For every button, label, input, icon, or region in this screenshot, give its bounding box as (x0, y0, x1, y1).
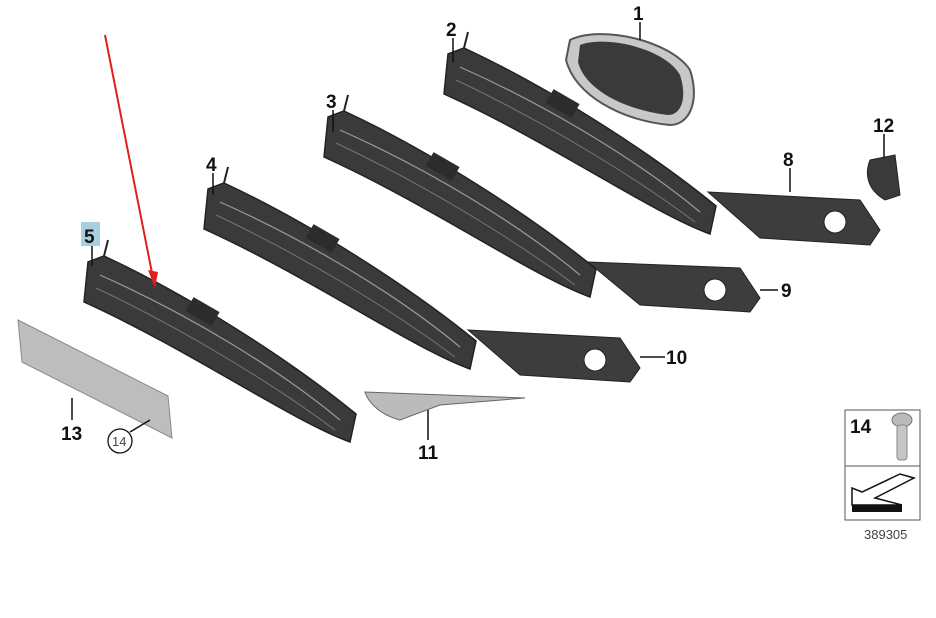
arrow-icon (851, 473, 917, 506)
screw-icon (891, 412, 913, 461)
legend-box: 14 389305 (844, 409, 921, 542)
label-part-9[interactable]: 9 (781, 281, 792, 302)
label-part-11[interactable]: 11 (418, 443, 439, 464)
license-plate-bracket[interactable] (17, 319, 173, 439)
label-part-1[interactable]: 1 (633, 4, 644, 25)
label-part-5[interactable]: 5 (84, 227, 95, 248)
legend-part-number: 14 (850, 417, 872, 438)
drawing-number: 389305 (864, 527, 907, 542)
label-part-4[interactable]: 4 (206, 155, 217, 176)
cap-part-12[interactable] (866, 154, 901, 201)
kidney-grille-part-1[interactable] (564, 33, 695, 127)
label-part-8[interactable]: 8 (783, 150, 794, 171)
label-part-3[interactable]: 3 (326, 92, 337, 113)
foglight-hole (703, 278, 727, 302)
side-trim-part-9[interactable] (586, 261, 761, 313)
circle-marker (107, 428, 133, 454)
foglight-hole (823, 210, 847, 234)
label-part-14-circled[interactable]: 14 (112, 434, 126, 449)
label-part-2[interactable]: 2 (446, 20, 457, 41)
leader-lines (71, 22, 885, 440)
foglight-hole (583, 348, 607, 372)
label-part-13[interactable]: 13 (61, 424, 82, 445)
label-part-10[interactable]: 10 (666, 348, 687, 369)
red-arrow-indicator (104, 34, 158, 288)
label-part-12[interactable]: 12 (873, 116, 894, 137)
highlight-part-5 (81, 222, 100, 246)
trim-strip-part-11[interactable] (364, 391, 526, 421)
side-trim-part-8[interactable] (706, 191, 881, 246)
side-trim-part-10[interactable] (466, 329, 641, 383)
